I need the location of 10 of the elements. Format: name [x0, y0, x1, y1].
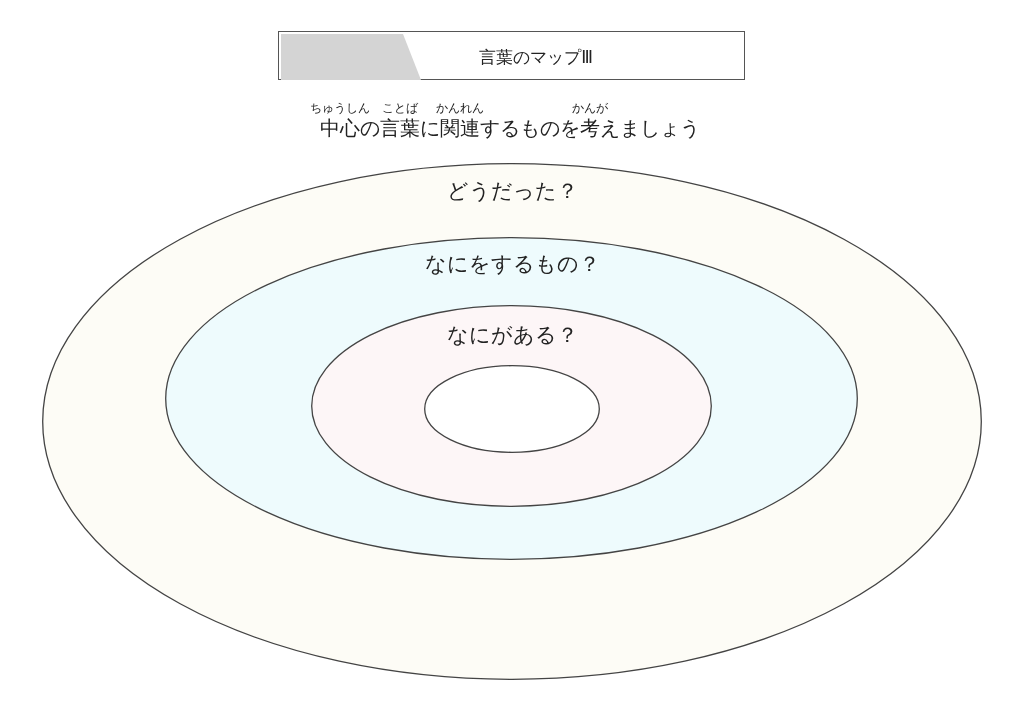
- prompt-text: なにをするもの？: [424, 253, 600, 275]
- furigana-text: かんが: [572, 103, 608, 115]
- prompt-text: どうだった？: [446, 180, 578, 202]
- instruction-text: 中心の言葉に関連するものを考えましょう: [320, 118, 700, 138]
- title-text: 言葉のマップⅢ: [479, 48, 593, 66]
- furigana-text: ことば: [382, 103, 418, 115]
- furigana-text: ちゅうしん: [310, 103, 370, 115]
- prompt-text: なにがある？: [446, 324, 578, 346]
- header-box: [278, 31, 745, 80]
- furigana-text: かんれん: [436, 103, 484, 115]
